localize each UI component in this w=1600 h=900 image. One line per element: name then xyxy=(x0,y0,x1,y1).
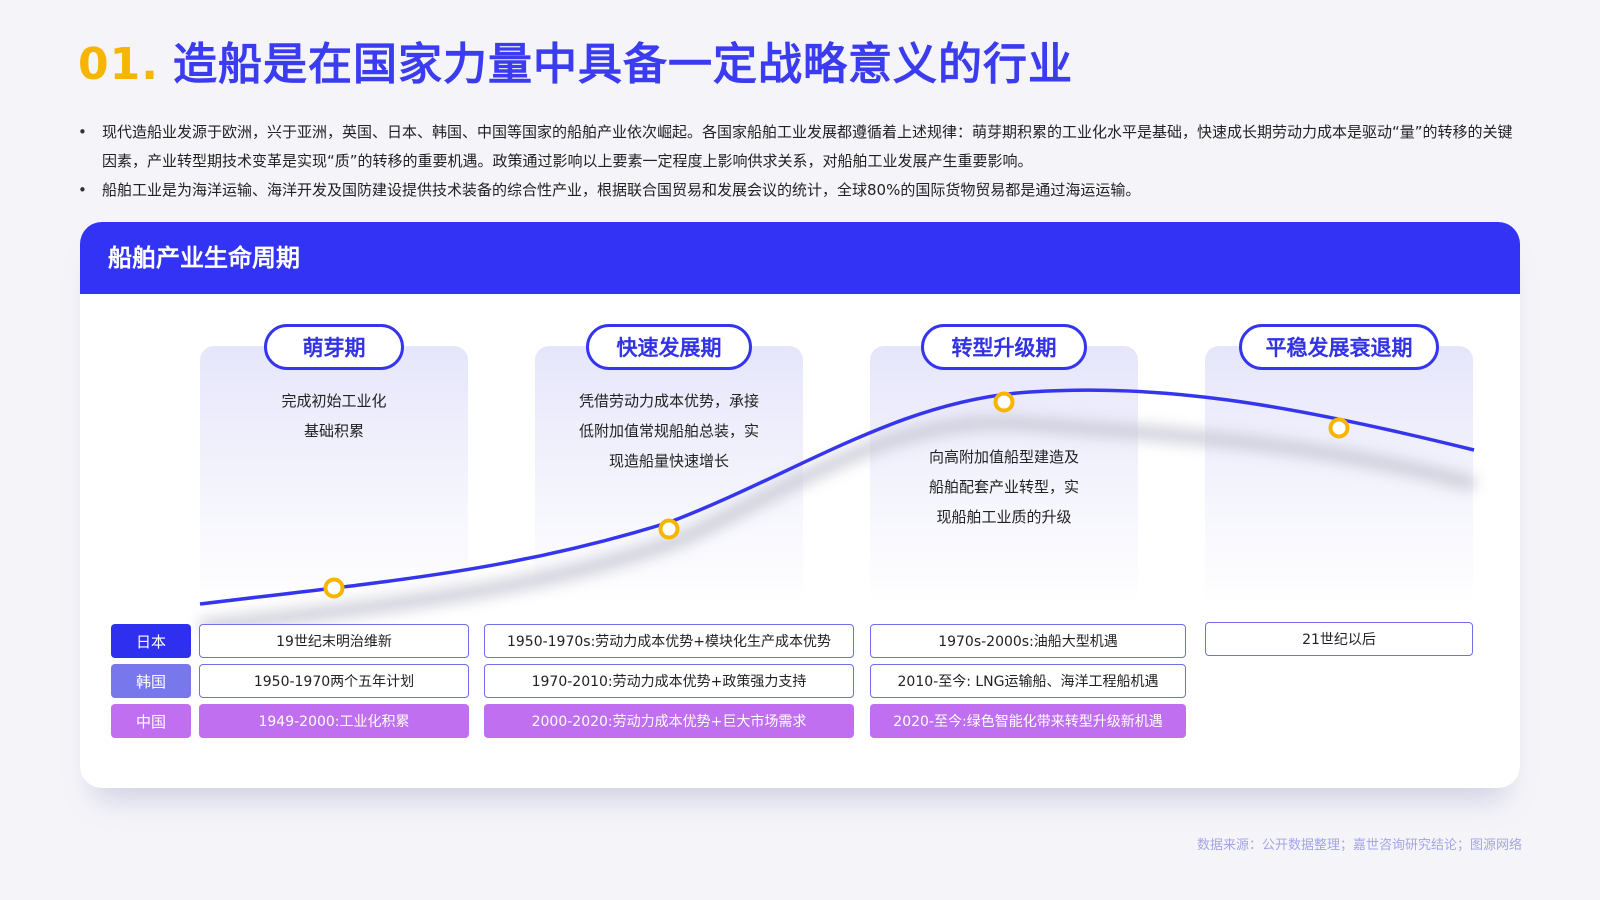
bullet-item: 船舶工业是为海洋运输、海洋开发及国防建设提供技术装备的综合性产业，根据联合国贸易… xyxy=(78,176,1518,205)
timeline-cell: 1970-2010:劳动力成本优势+政策强力支持 xyxy=(484,664,854,698)
lifecycle-curve xyxy=(199,388,1476,634)
phase-pill-3: 转型升级期 xyxy=(921,324,1087,370)
bullet-item: 现代造船业发源于欧洲，兴于亚洲，英国、日本、韩国、中国等国家的船舶产业依次崛起。… xyxy=(78,118,1518,176)
intro-bullets: 现代造船业发源于欧洲，兴于亚洲，英国、日本、韩国、中国等国家的船舶产业依次崛起。… xyxy=(78,118,1518,205)
row-label-china: 中国 xyxy=(111,704,191,738)
timeline-cell: 1949-2000:工业化积累 xyxy=(199,704,469,738)
timeline-cell: 1970s-2000s:油船大型机遇 xyxy=(870,624,1186,658)
desc-line: 基础积累 xyxy=(303,422,364,440)
desc-line: 完成初始工业化 xyxy=(281,392,387,410)
timeline-cell: 21世纪以后 xyxy=(1205,622,1473,656)
curve-marker-4 xyxy=(1328,417,1350,439)
timeline-cell: 19世纪末明治维新 xyxy=(199,624,469,658)
desc-line: 现造船量快速增长 xyxy=(608,452,729,470)
desc-line: 凭借劳动力成本优势，承接 xyxy=(578,392,759,410)
phase-description-3: 向高附加值船型建造及 船舶配套产业转型，实 现船舶工业质的升级 xyxy=(870,442,1138,532)
timeline-cell: 2010-至今: LNG运输船、海洋工程船机遇 xyxy=(870,664,1186,698)
lifecycle-card: 船舶产业生命周期 萌芽期 快速发展期 转型升级期 平稳发展衰退期 完成初始工业化… xyxy=(80,222,1520,788)
timeline-cell: 1950-1970s:劳动力成本优势+模块化生产成本优势 xyxy=(484,624,854,658)
data-source: 数据来源：公开数据整理；嘉世咨询研究结论；图源网络 xyxy=(1196,838,1522,853)
desc-line: 低附加值常规船舶总装，实 xyxy=(578,422,759,440)
timeline-cell: 2000-2020:劳动力成本优势+巨大市场需求 xyxy=(484,704,854,738)
row-label-japan: 日本 xyxy=(111,624,191,658)
curve-shadow xyxy=(199,415,1476,634)
title-text: 造船是在国家力量中具备一定战略意义的行业 xyxy=(172,39,1073,90)
desc-line: 向高附加值船型建造及 xyxy=(928,448,1079,466)
phase-pill-1: 萌芽期 xyxy=(264,324,404,370)
title-number: 01. xyxy=(78,39,159,90)
timeline-cell: 2020-至今:绿色智能化带来转型升级新机遇 xyxy=(870,704,1186,738)
curve-line xyxy=(199,388,1475,606)
curve-marker-3 xyxy=(993,391,1015,413)
timeline-cell: 1950-1970两个五年计划 xyxy=(199,664,469,698)
curve-marker-1 xyxy=(323,577,345,599)
desc-line: 现船舶工业质的升级 xyxy=(936,508,1072,526)
curve-marker-2 xyxy=(658,518,680,540)
row-label-korea: 韩国 xyxy=(111,664,191,698)
phase-pill-2: 快速发展期 xyxy=(586,324,752,370)
card-title: 船舶产业生命周期 xyxy=(80,222,1520,294)
phase-description-2: 凭借劳动力成本优势，承接 低附加值常规船舶总装，实 现造船量快速增长 xyxy=(535,386,803,476)
phase-pill-4: 平稳发展衰退期 xyxy=(1239,324,1439,370)
phase-description-1: 完成初始工业化 基础积累 xyxy=(200,386,468,446)
phase-column-1 xyxy=(200,346,468,606)
desc-line: 船舶配套产业转型，实 xyxy=(928,478,1079,496)
page-title: 01. 造船是在国家力量中具备一定战略意义的行业 xyxy=(78,28,1073,92)
